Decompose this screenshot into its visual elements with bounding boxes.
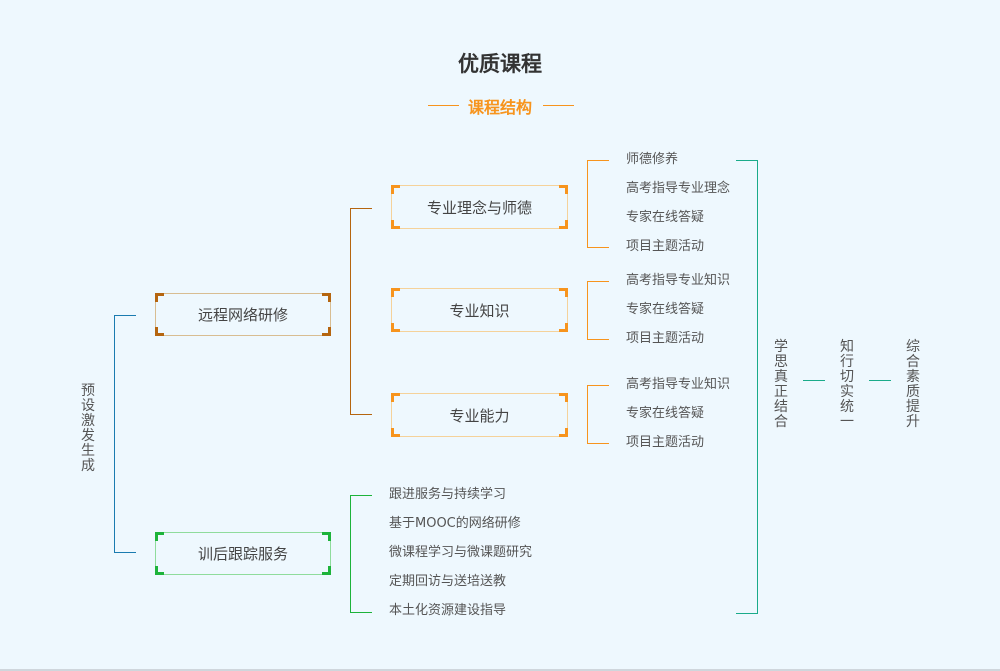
group3-bracket-bottom bbox=[587, 443, 609, 444]
list-item: 本土化资源建设指导 bbox=[389, 603, 507, 618]
corner-mark bbox=[559, 288, 568, 297]
outcome-bracket-top bbox=[736, 160, 758, 161]
outcome-bracket-vertical bbox=[757, 160, 758, 614]
corner-mark bbox=[559, 185, 568, 194]
list-item: 项目主题活动 bbox=[626, 435, 705, 450]
sub-box-professional-ethics[interactable]: 专业理念与师德 bbox=[391, 185, 568, 229]
list-item: 项目主题活动 bbox=[626, 331, 705, 346]
branch1-bracket-vertical bbox=[350, 208, 351, 415]
corner-mark bbox=[322, 293, 331, 302]
list-item: 专家在线答疑 bbox=[626, 406, 705, 421]
corner-mark bbox=[322, 532, 331, 541]
subtitle-right-rule bbox=[543, 105, 574, 106]
branch-label: 训后跟踪服务 bbox=[197, 545, 288, 563]
page-title: 优质课程 bbox=[458, 52, 542, 76]
corner-mark bbox=[559, 323, 568, 332]
outcome-connector bbox=[803, 380, 825, 381]
corner-mark bbox=[559, 393, 568, 402]
corner-mark bbox=[322, 566, 331, 575]
group3-bracket-top bbox=[587, 385, 609, 386]
sub-box-label: 专业知识 bbox=[449, 301, 510, 320]
group4-bracket-top bbox=[350, 495, 372, 496]
outcome-bracket-bottom bbox=[736, 613, 758, 614]
list-item: 基于MOOC的网络研修 bbox=[389, 516, 521, 531]
sub-box-professional-ability[interactable]: 专业能力 bbox=[391, 393, 568, 437]
corner-mark bbox=[391, 220, 400, 229]
list-item: 高考指导专业知识 bbox=[626, 273, 731, 288]
corner-mark bbox=[559, 220, 568, 229]
group1-bracket-bottom bbox=[587, 247, 609, 248]
outcome-label: 学思真正结合 bbox=[774, 339, 788, 430]
list-item: 项目主题活动 bbox=[626, 239, 705, 254]
corner-mark bbox=[391, 288, 400, 297]
group1-bracket-top bbox=[587, 160, 609, 161]
list-item: 高考指导专业理念 bbox=[626, 181, 731, 196]
group4-bracket-bottom bbox=[350, 612, 372, 613]
list-item: 微课程学习与微课题研究 bbox=[389, 545, 533, 560]
root-bracket-top bbox=[114, 315, 136, 316]
list-item: 专家在线答疑 bbox=[626, 302, 705, 317]
corner-mark bbox=[155, 566, 164, 575]
corner-mark bbox=[155, 532, 164, 541]
corner-mark bbox=[391, 323, 400, 332]
group2-bracket-vertical bbox=[587, 281, 588, 340]
branch1-bracket-bottom bbox=[350, 414, 372, 415]
corner-mark bbox=[155, 327, 164, 336]
list-item: 专家在线答疑 bbox=[626, 210, 705, 225]
outcome-label: 知行切实统一 bbox=[840, 339, 854, 430]
sub-box-label: 专业理念与师德 bbox=[426, 198, 532, 217]
group1-bracket-vertical bbox=[587, 160, 588, 248]
list-item: 高考指导专业知识 bbox=[626, 377, 731, 392]
corner-mark bbox=[322, 327, 331, 336]
root-label: 预设激发生成 bbox=[81, 383, 95, 474]
list-item: 跟进服务与持续学习 bbox=[389, 487, 507, 502]
list-item: 定期回访与送培送教 bbox=[389, 574, 507, 589]
corner-mark bbox=[559, 428, 568, 437]
subtitle-left-rule bbox=[428, 105, 459, 106]
group4-bracket-vertical bbox=[350, 495, 351, 613]
bottom-rule bbox=[0, 669, 1000, 671]
branch1-bracket-top bbox=[350, 208, 372, 209]
corner-mark bbox=[391, 393, 400, 402]
branch-box-remote-training[interactable]: 远程网络研修 bbox=[155, 293, 331, 336]
sub-box-label: 专业能力 bbox=[449, 406, 510, 425]
branch-box-follow-up-service[interactable]: 训后跟踪服务 bbox=[155, 532, 331, 575]
sub-box-professional-knowledge[interactable]: 专业知识 bbox=[391, 288, 568, 332]
root-bracket-vertical bbox=[114, 315, 115, 553]
outcome-label: 综合素质提升 bbox=[906, 339, 920, 430]
outcome-connector bbox=[869, 380, 891, 381]
branch-label: 远程网络研修 bbox=[197, 306, 288, 324]
corner-mark bbox=[391, 185, 400, 194]
section-subtitle: 课程结构 bbox=[467, 98, 532, 117]
root-bracket-bottom bbox=[114, 552, 136, 553]
corner-mark bbox=[391, 428, 400, 437]
group3-bracket-vertical bbox=[587, 385, 588, 444]
group2-bracket-bottom bbox=[587, 339, 609, 340]
group2-bracket-top bbox=[587, 281, 609, 282]
list-item: 师德修养 bbox=[626, 152, 679, 167]
corner-mark bbox=[155, 293, 164, 302]
